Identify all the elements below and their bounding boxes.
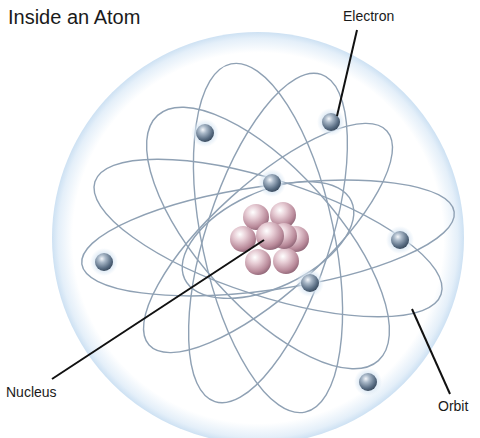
nucleus-label: Nucleus [6, 384, 57, 400]
orbit-lines [75, 50, 462, 426]
nucleus-cluster [230, 202, 309, 275]
leader-lines [52, 30, 450, 394]
electrons [90, 108, 414, 396]
atom-boundary [52, 32, 464, 438]
electron-label: Electron [343, 8, 394, 24]
orbit-label: Orbit [438, 398, 468, 414]
diagram-title: Inside an Atom [8, 6, 140, 29]
